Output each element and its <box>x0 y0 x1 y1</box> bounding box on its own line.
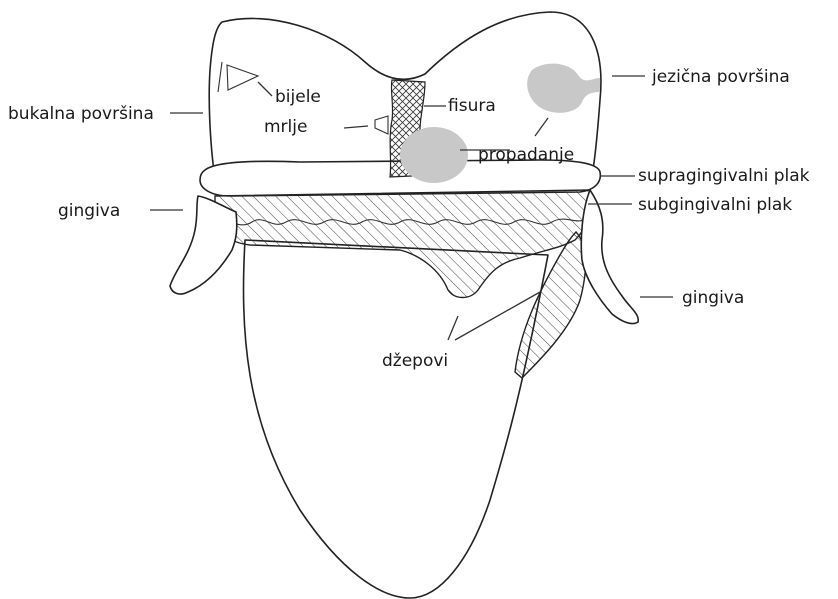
label-supragingival-plaque: supragingivalni plak <box>638 166 810 186</box>
decay-center <box>400 127 468 183</box>
label-pockets: džepovi <box>382 351 448 371</box>
label-white-spots-2: mrlje <box>264 117 307 137</box>
tooth-root <box>244 240 548 598</box>
gingiva-right-shape <box>581 190 638 324</box>
label-decay: propadanje <box>478 145 574 165</box>
gingiva-left-shape <box>170 196 237 294</box>
label-white-spots-1: bijele <box>275 87 321 107</box>
label-lingual-surface: jezična površina <box>651 67 790 87</box>
label-buccal-surface: bukalna površina <box>8 104 154 124</box>
label-gingiva-right: gingiva <box>682 288 744 308</box>
label-gingiva-left: gingiva <box>58 201 120 221</box>
label-fissure: fisura <box>448 96 496 116</box>
label-subgingival-plaque: subgingivalni plak <box>638 195 792 215</box>
